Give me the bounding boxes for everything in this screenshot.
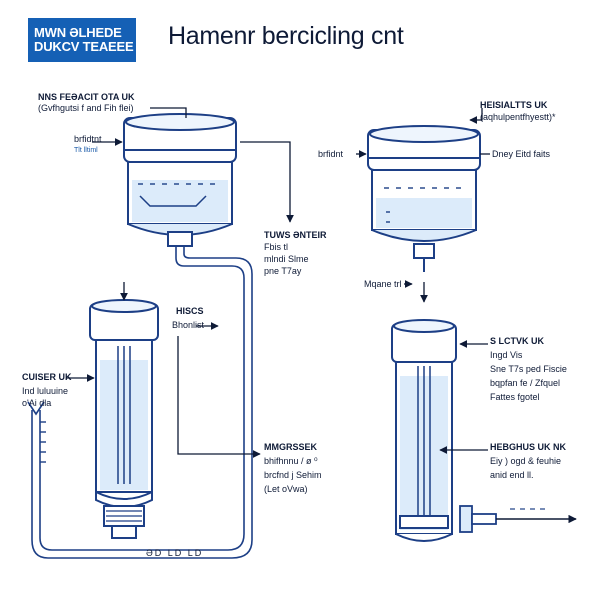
valve-fitting [459,505,577,533]
label-top-left-sub: (Gvfhgutsi f and Fih flei) [38,103,134,113]
top-right-liquid [376,198,472,228]
bottom-right-base-plate [399,515,449,529]
label-drey: Dney Eitd faits [492,149,551,159]
label-tuws-line4: pne T7ay [264,266,302,276]
top-right-lid-top [369,125,479,143]
label-hiscs-sub: Bhonlist [172,320,205,330]
leader-top-right [469,108,483,124]
label-slc-line2: Ingd Vis [490,350,523,360]
label-slc-line3: Sne T7s ped Fiscie [490,364,567,374]
brand-badge-line2: DUKCV TEAEEE [34,39,134,54]
valve-neck [471,513,497,525]
tubing-marks [40,421,46,463]
label-mmc-line2: bhifhnnu / ø ⁰ [264,456,318,466]
label-bottom-marks: ƏD LD LD [146,548,204,558]
leader-tuws [240,141,294,223]
label-top-left-title: NNS FEƏACIT OTA UK [38,92,135,102]
label-heb-line2: Eiy ) ogd & feuhie [490,456,562,466]
leader-lines [66,107,490,458]
brand-badge-line1: MWN ƏLHEDE [34,25,122,40]
bottom-left-thread-lines [106,510,142,522]
bottom-left-bowl [95,490,153,508]
label-tuws-title: TUWS ƏNTEIR [264,230,327,240]
bottom-left-outlet [111,525,137,539]
top-right-container [367,125,481,272]
label-top-right-sub: (aqhulpentfhyestt)* [480,112,556,122]
leader-top-left [150,107,187,118]
label-hiscs: HISCS [176,306,204,316]
leader-mmc [177,336,261,458]
brand-badge: MWN ƏLHEDE DUKCV TEAEEE [28,18,136,62]
bottom-left-filter-housing [89,299,159,539]
label-bridtnt: brfidtnt [74,134,102,144]
top-left-outlet [167,231,193,247]
label-cuiser-line3: o'Ai dla [22,398,52,408]
tubing-end [27,401,45,416]
label-slc-line4: bqpfan fe / Zfquel [490,378,561,388]
label-slc-line5: Fattes fgotel [490,392,540,402]
label-mqane: Mqane trl [364,279,402,289]
label-top-right-title: HEISIALTTS UK [480,100,548,110]
bottom-right-cap-top [393,319,455,333]
tubing [31,246,253,559]
top-left-inner-tray [139,195,207,207]
top-right-outlet [413,243,435,259]
valve-body [459,505,473,533]
bottom-right-filter-housing [391,319,457,542]
label-cuiser-title: CUISER UK [22,372,72,382]
label-mmc-title: MMGRSSEK [264,442,318,452]
top-left-liquid [132,180,228,222]
label-slc-title: S LCTVK UK [490,336,544,346]
top-left-container [123,113,237,247]
top-right-tick-marks [384,187,461,223]
bottom-left-cap-top [91,299,157,313]
label-tuws-line2: Fbis tl [264,242,289,252]
bottom-right-bottom [395,533,453,542]
label-bfidnt: brfidnt [318,149,344,159]
label-mmc-line3: brcfnd j Sehim [264,470,322,480]
page-title: Hamenr bercicling cnt [168,22,404,50]
label-heb-line3: anid end ll. [490,470,534,480]
top-right-base [371,229,477,242]
label-heb-title: HEBGHUS UK NK [490,442,567,452]
label-bridtnt-sub: Tlt lltiml [74,147,98,154]
label-mmc-line4: (Let oVwa) [264,484,308,494]
label-tuws-line3: mlndi Slme [264,254,309,264]
top-left-lid-top [125,113,235,131]
label-cuiser-line2: Ind luluuine [22,386,69,396]
